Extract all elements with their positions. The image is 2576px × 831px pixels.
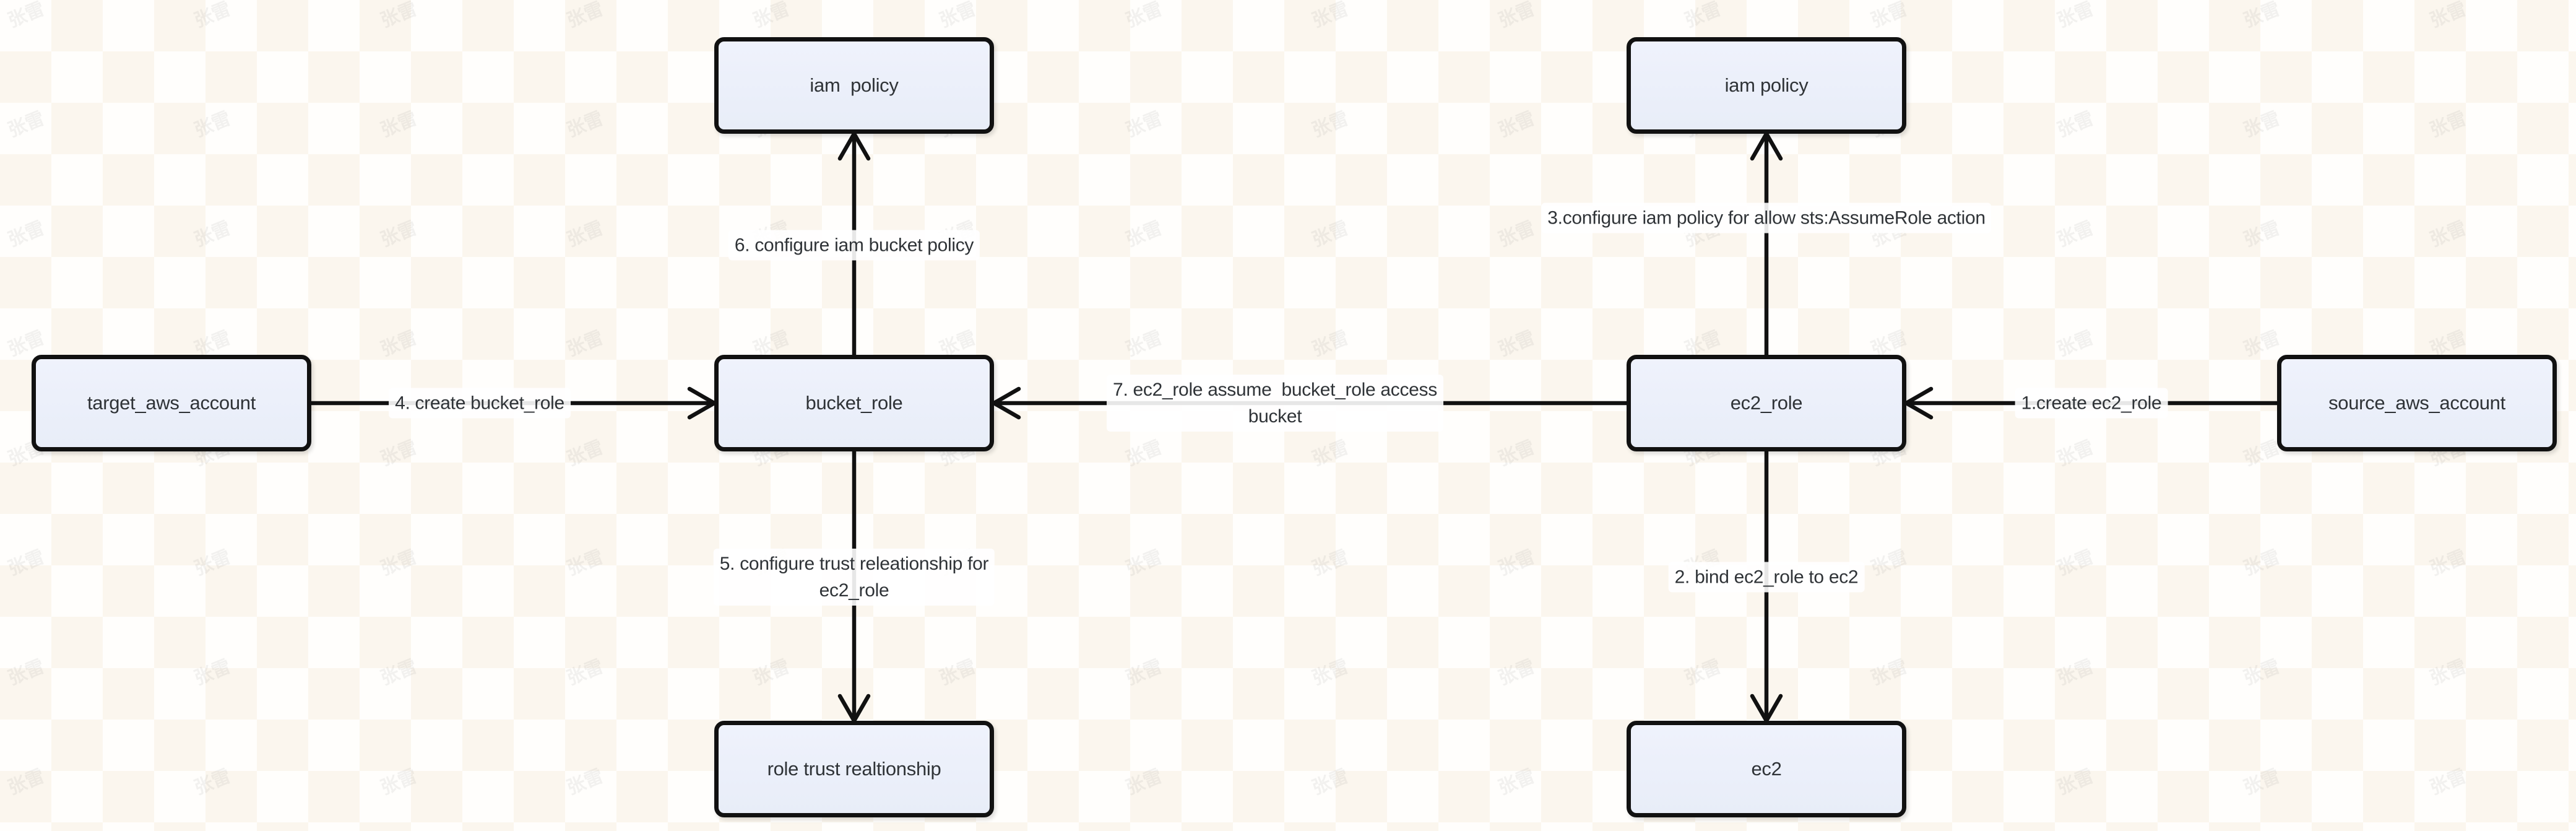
edge-label-line: 4. create bucket_role <box>395 393 564 414</box>
node-label-iam-policy-left: iam policy <box>810 74 899 96</box>
edge-label-line: 1.create ec2_role <box>2021 393 2162 414</box>
node-target-aws-account: target_aws_account <box>32 355 311 451</box>
edge-label-assume-bucket-role: 7. ec2_role assume bucket_role access buc… <box>1107 375 1443 432</box>
edge-label-line: 2. bind ec2_role to ec2 <box>1674 567 1859 588</box>
edge-label-configure-trust: 5. configure trust releationship for ec2_… <box>713 549 995 606</box>
node-bucket-role: bucket_role <box>714 355 994 451</box>
edge-arrowhead-create-ec2-role <box>1904 386 1934 420</box>
edge-label-line: ec2_role <box>819 580 889 601</box>
edge-label-line: 5. configure trust releationship for <box>719 554 989 574</box>
edge-arrowhead-assume-bucket-role <box>992 386 1021 420</box>
node-label-target-aws-account: target_aws_account <box>87 392 256 414</box>
node-label-role-trust: role trust realtionship <box>767 758 941 780</box>
node-label-bucket-role: bucket_role <box>805 392 903 414</box>
node-label-source-aws-account: source_aws_account <box>2328 392 2505 414</box>
edge-label-create-bucket-role: 4. create bucket_role <box>389 388 571 419</box>
edge-label-line: 6. configure iam bucket policy <box>734 235 974 256</box>
node-label-ec2-role: ec2_role <box>1730 392 1803 414</box>
edge-arrowhead-configure-bucket-policy <box>837 131 871 161</box>
edge-label-line: 7. ec2_role assume bucket_role access <box>1113 380 1437 400</box>
edge-label-create-ec2-role: 1.create ec2_role <box>2015 388 2168 419</box>
edge-label-line: 3.configure iam policy for allow sts:Ass… <box>1547 207 1986 228</box>
edge-arrowhead-configure-iam-policy <box>1750 131 1783 161</box>
node-iam-policy-left: iam policy <box>714 37 994 134</box>
node-iam-policy-right: iam policy <box>1627 37 1906 134</box>
node-label-ec2: ec2 <box>1751 758 1782 780</box>
node-role-trust: role trust realtionship <box>714 721 994 817</box>
node-ec2-role: ec2_role <box>1627 355 1906 451</box>
edge-label-configure-iam-policy: 3.configure iam policy for allow sts:Ass… <box>1541 202 1992 233</box>
node-label-iam-policy-right: iam policy <box>1724 74 1809 96</box>
edge-label-line: bucket <box>1248 406 1302 427</box>
edge-label-configure-bucket-policy: 6. configure iam bucket policy <box>728 230 980 261</box>
node-ec2: ec2 <box>1627 721 1906 817</box>
node-source-aws-account: source_aws_account <box>2277 355 2557 451</box>
edge-label-bind-ec2-role: 2. bind ec2_role to ec2 <box>1668 562 1865 593</box>
